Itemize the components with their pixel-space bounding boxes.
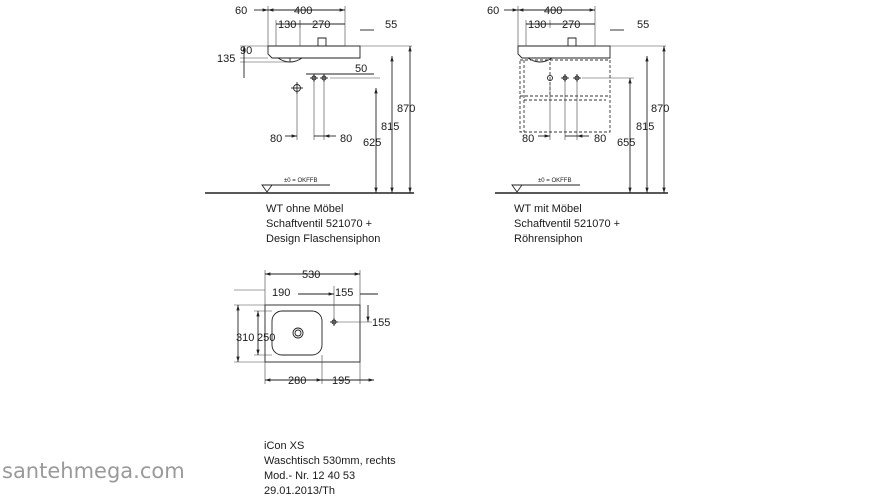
watermark: santehmega.com (2, 459, 185, 483)
dim-80-left: 80 (270, 133, 282, 145)
dim-625: 625 (363, 137, 381, 149)
dim-655: 655 (617, 137, 635, 149)
dim-55: 55 (637, 19, 649, 31)
bowl-outline-top (271, 310, 323, 356)
dim-155-top: 155 (335, 287, 353, 299)
dim-400: 400 (544, 5, 562, 17)
level-mark-text: ±0 = OKFFB (538, 178, 571, 184)
basin-profile (517, 45, 611, 59)
dim-280: 280 (288, 375, 306, 387)
faucet (317, 37, 327, 46)
title-block: iCon XS Waschtisch 530mm, rechts Mod.- N… (264, 440, 396, 497)
side-view-with-furniture: ±0 = OKFFB 400 60 130 270 55 (487, 5, 669, 245)
dim-80-right: 80 (340, 133, 352, 145)
dim-870: 870 (397, 103, 415, 115)
level-mark-text: ±0 = OKFFB (284, 178, 317, 184)
dim-155-side: 155 (372, 317, 390, 329)
dim-60: 60 (487, 5, 499, 17)
dim-80-right: 80 (594, 133, 606, 145)
title-line-1: iCon XS (264, 440, 304, 452)
dim-815: 815 (636, 121, 654, 133)
caption-line-1: WT ohne Möbel (266, 203, 343, 215)
caption-line-3: Design Flaschensiphon (266, 233, 380, 245)
faucet (567, 37, 577, 46)
caption-line-3: Röhrensiphon (514, 233, 583, 245)
dim-80-left: 80 (522, 133, 534, 145)
dim-250: 250 (257, 332, 275, 344)
dim-270: 270 (312, 19, 330, 31)
dim-400: 400 (294, 5, 312, 17)
dim-90: 90 (240, 45, 252, 57)
dim-190: 190 (272, 287, 290, 299)
level-triangle (511, 184, 523, 193)
title-line-4: 29.01.2013/Th (264, 485, 335, 497)
dim-130: 130 (528, 19, 546, 31)
valve-right (320, 74, 328, 82)
faucet-hole-top (330, 318, 338, 326)
drain-top (292, 327, 304, 339)
basin-outline-top (264, 304, 361, 363)
top-view: 530 190 155 310 250 155 280 195 (234, 269, 390, 387)
dim-60: 60 (235, 5, 247, 17)
valve-left (561, 74, 569, 82)
title-line-3: Mod.- Nr. 12 40 53 (264, 470, 355, 482)
dim-310: 310 (236, 332, 254, 344)
valve-left (310, 74, 318, 82)
dim-55: 55 (385, 19, 397, 31)
dim-530: 530 (302, 269, 320, 281)
dim-130: 130 (278, 19, 296, 31)
caption-line-2: Schaftventil 521070 + (266, 218, 372, 230)
dim-50: 50 (355, 63, 367, 75)
level-triangle (261, 184, 273, 193)
basin-profile (267, 45, 361, 59)
dim-135: 135 (217, 53, 235, 65)
dim-815: 815 (381, 121, 399, 133)
siphon-outlet (547, 75, 553, 81)
dim-870: 870 (651, 103, 669, 115)
valve-right (573, 74, 581, 82)
title-line-2: Waschtisch 530mm, rechts (264, 455, 396, 467)
dim-195: 195 (332, 375, 350, 387)
caption-line-1: WT mit Möbel (514, 203, 582, 215)
caption-line-2: Schaftventil 521070 + (514, 218, 620, 230)
dim-270: 270 (562, 19, 580, 31)
side-view-without-furniture: ±0 = OKFFB 400 60 130 270 55 (205, 5, 415, 245)
